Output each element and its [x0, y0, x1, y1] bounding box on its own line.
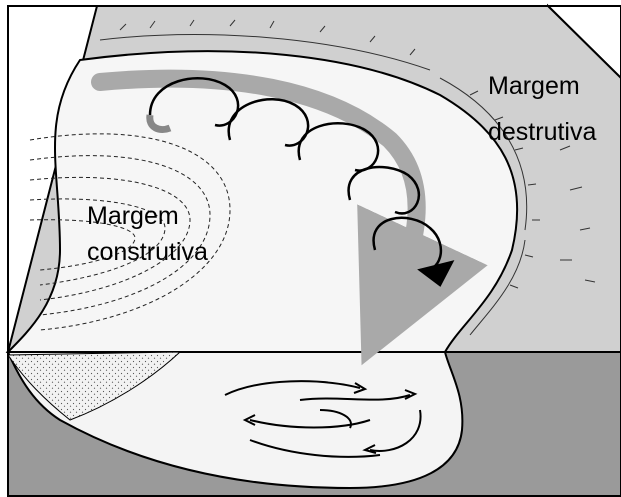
- destructive-margin-label-line2: destrutiva: [488, 118, 596, 146]
- constructive-margin-label-line2: construtiva: [87, 238, 208, 266]
- constructive-margin-label-line1: Margem: [87, 202, 179, 230]
- destructive-margin-label-line1: Margem: [488, 72, 580, 100]
- water-surface: [8, 51, 517, 352]
